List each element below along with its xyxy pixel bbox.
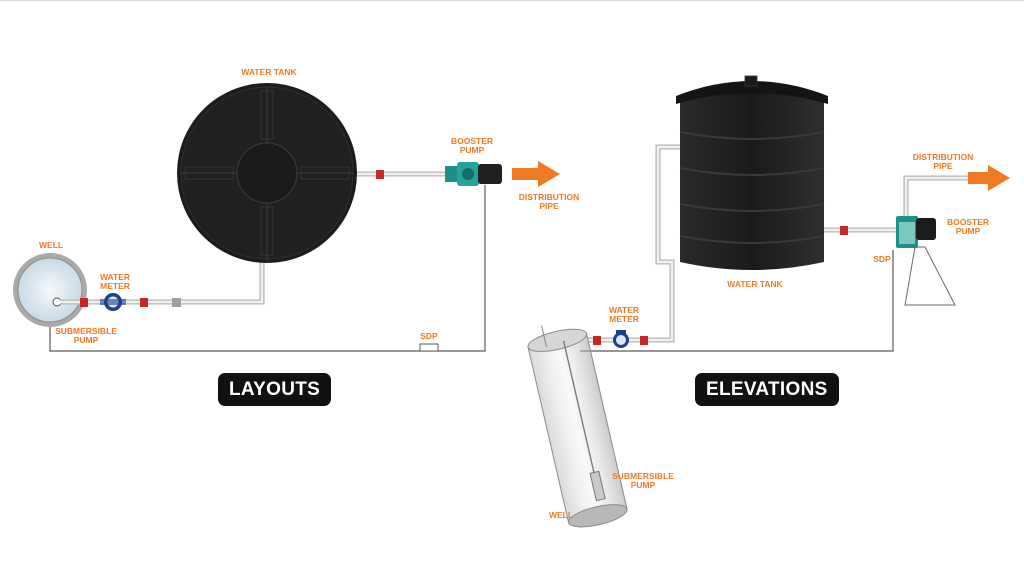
elev-label-well: WELL	[549, 510, 573, 520]
elev-valve-2	[640, 336, 648, 345]
layout-water-tank	[177, 83, 357, 263]
layout-label-booster-pump-2: PUMP	[460, 145, 485, 155]
layout-label-water-meter-2: METER	[100, 281, 130, 291]
layout-label-distribution-1: DISTRIBUTION	[519, 192, 579, 202]
elev-label-distribution-2: PIPE	[933, 161, 953, 171]
layout-label-submersible-2: PUMP	[74, 335, 99, 345]
layout-valve-1	[80, 298, 88, 307]
elev-water-tank	[676, 75, 828, 270]
layout-sdp-box	[419, 343, 439, 352]
elev-label-booster-1: BOOSTER	[947, 217, 989, 227]
elev-well	[527, 325, 628, 528]
layout-valve-2	[140, 298, 148, 307]
elev-valve-3	[840, 226, 848, 235]
layout-label-sdp: SDP	[420, 331, 438, 341]
elev-valve-1	[593, 336, 601, 345]
elev-label-sdp: SDP	[873, 254, 891, 264]
elevations-title-badge: ELEVATIONS	[695, 373, 839, 406]
elev-return-pipe	[580, 250, 894, 352]
elev-label-submersible-2: PUMP	[631, 480, 656, 490]
layouts-title-badge: LAYOUTS	[218, 373, 332, 406]
layout-label-well: WELL	[39, 240, 63, 250]
layout-label-distribution-2: PIPE	[539, 201, 559, 211]
layout-booster-pump	[445, 162, 502, 186]
elev-label-water-tank: WATER TANK	[727, 279, 783, 289]
layout-valve-3	[376, 170, 384, 179]
elev-booster-pump	[896, 216, 956, 306]
elev-label-booster-2: PUMP	[956, 226, 981, 236]
elev-label-water-meter-1: WATER	[609, 305, 639, 315]
elev-label-distribution-1: DISTRIBUTION	[913, 152, 973, 162]
layout-water-meter	[100, 293, 126, 311]
elev-distribution-arrow	[968, 165, 1010, 191]
layouts-section: WATER TANK BOOSTER PUMP DISTRIBUTION PIP…	[13, 67, 579, 352]
layout-well	[13, 253, 87, 327]
layout-coupling	[172, 298, 181, 307]
elev-label-submersible-1: SUBMERSIBLE	[612, 471, 674, 481]
layout-label-booster-pump-1: BOOSTER	[451, 136, 493, 146]
layout-supply-pipe	[60, 262, 265, 305]
top-border	[0, 0, 1024, 1]
layout-distribution-arrow	[504, 161, 560, 187]
elevations-section: WATER TANK DISTRIBUTION PIPE BOOSTER PUM…	[527, 75, 1010, 528]
layout-label-water-meter-1: WATER	[100, 272, 130, 282]
layout-label-submersible-1: SUBMERSIBLE	[55, 326, 117, 336]
elev-water-meter	[613, 330, 629, 348]
elev-label-water-meter-2: METER	[609, 314, 639, 324]
layout-label-water-tank: WATER TANK	[241, 67, 297, 77]
